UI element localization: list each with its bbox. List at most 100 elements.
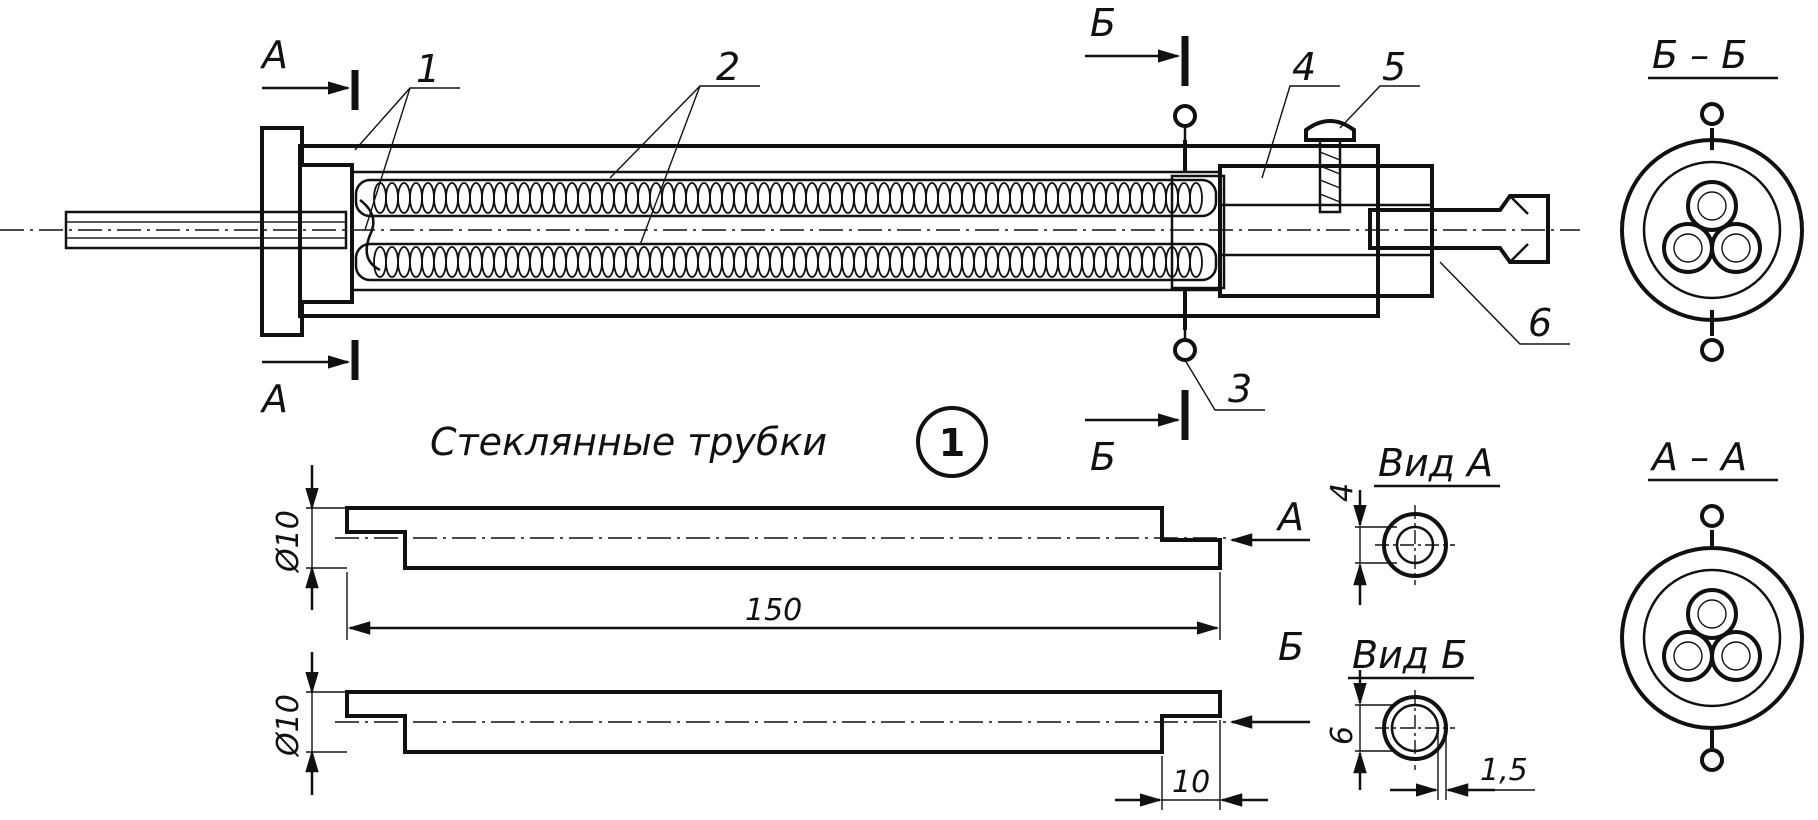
coil-turn [493, 246, 507, 278]
coil-turn [1081, 182, 1095, 214]
coil-turn [733, 182, 747, 214]
coil-turn [1009, 182, 1023, 214]
left-cap [260, 126, 354, 337]
coil-turn [601, 246, 615, 278]
coil-turn [1141, 182, 1155, 214]
coil-turn [409, 246, 423, 278]
caption: Стеклянные трубки [430, 420, 827, 464]
coil-turn [889, 182, 903, 214]
svg-text:5: 5 [1382, 45, 1406, 89]
coil-turn [517, 182, 531, 214]
coil-turn [805, 182, 819, 214]
coil-turn [385, 182, 399, 214]
coil-turn [1105, 182, 1119, 214]
coil-turn [589, 246, 603, 278]
coil-turn [1141, 246, 1155, 278]
coil-turn [1105, 246, 1119, 278]
coil-turn [841, 246, 855, 278]
coil-turn [1057, 182, 1071, 214]
dim-length: 150 [745, 593, 802, 628]
coil-turn [781, 182, 795, 214]
coil-turn [649, 182, 663, 214]
dim-wall-thickness: 1,5 [1480, 753, 1528, 788]
leader-5: 5 [1339, 45, 1420, 129]
coil-turn [949, 246, 963, 278]
coil-turn [889, 246, 903, 278]
coil-turn [757, 182, 771, 214]
coil-turn [385, 246, 399, 278]
coil-turn [529, 246, 543, 278]
dim-view-a-bore: 4 [1325, 483, 1360, 502]
section-b-bottom-label: Б [1090, 435, 1116, 479]
coil-turn [1033, 182, 1047, 214]
coil-turn [541, 182, 555, 214]
coil-turn [985, 246, 999, 278]
coil-turn [853, 182, 867, 214]
coil-turn [1189, 182, 1203, 214]
coil-turn [769, 246, 783, 278]
coil-turn [1117, 182, 1131, 214]
coil-turn [373, 246, 387, 278]
coil-turn [505, 246, 519, 278]
coil-turn [709, 246, 723, 278]
coil-turn [1177, 246, 1191, 278]
glass-tube-2-drawing: Ø10 10 Б [271, 625, 1310, 810]
svg-text:1: 1 [939, 421, 965, 465]
coil-turn [445, 182, 459, 214]
coil-turn [925, 182, 939, 214]
coil-turn [805, 246, 819, 278]
coil-turn [1069, 182, 1083, 214]
coil-turn [421, 182, 435, 214]
section-aa-view: А – А [1620, 435, 1804, 772]
coil-turn [961, 246, 975, 278]
coil-turn [697, 182, 711, 214]
coil-turn [637, 182, 651, 214]
assembly-section: А А Б Б 1 2 3 [0, 1, 1580, 479]
coil-turn [601, 182, 615, 214]
coil-turn [817, 182, 831, 214]
coil-turn [445, 246, 459, 278]
svg-text:3: 3 [1228, 367, 1252, 411]
coil-turn [673, 246, 687, 278]
dim-view-b-bore: 6 [1325, 726, 1360, 745]
leader-6: 6 [1439, 261, 1570, 345]
coil-turn [589, 182, 603, 214]
insert-part-4 [1218, 164, 1434, 298]
coil-turn [1045, 246, 1059, 278]
coil-turn [769, 182, 783, 214]
coil-turn [481, 182, 495, 214]
coil-turn [457, 246, 471, 278]
coil-turn [781, 246, 795, 278]
section-mark-a-top: А [259, 33, 359, 110]
coil-turn [745, 246, 759, 278]
view-a-title: Вид А [1378, 441, 1493, 485]
wire-loop-left [359, 199, 381, 272]
coil-turn [865, 182, 879, 214]
section-bb-view: Б – Б [1620, 33, 1804, 362]
coil-turn [1093, 246, 1107, 278]
coil-turn [901, 246, 915, 278]
coil-turn [421, 246, 435, 278]
glass-tube-upper [354, 178, 1218, 218]
svg-text:4: 4 [1292, 45, 1316, 89]
leader-2: 2 [609, 45, 760, 246]
glass-tube-lower [354, 242, 1218, 282]
coil-turn [1093, 182, 1107, 214]
coil-turn [409, 182, 423, 214]
coil-turn [841, 182, 855, 214]
coil-turn [913, 182, 927, 214]
coil-turn [973, 246, 987, 278]
coil-turn [637, 246, 651, 278]
coil-turn [553, 246, 567, 278]
terminal-bottom [1173, 290, 1197, 362]
coil-turn [517, 246, 531, 278]
coil-turn [457, 182, 471, 214]
coil-turn [1009, 246, 1023, 278]
section-mark-a-bottom: А [259, 340, 359, 421]
coil-turn [493, 182, 507, 214]
coil-turn [997, 182, 1011, 214]
coil-turn [613, 182, 627, 214]
coil-turn [1045, 182, 1059, 214]
coil-turn [481, 246, 495, 278]
